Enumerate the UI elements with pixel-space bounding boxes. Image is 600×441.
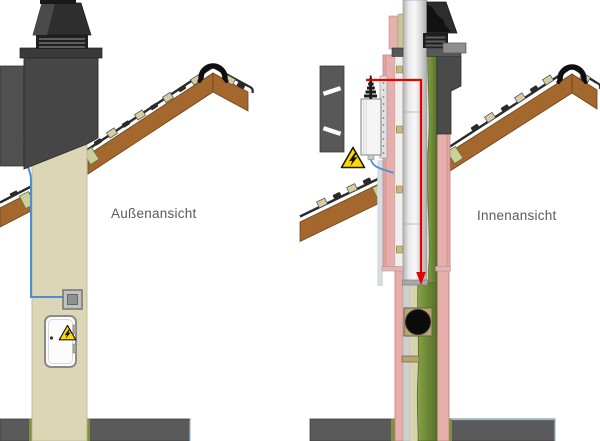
insulation-layer [426, 35, 438, 284]
interior-view-label: Innenansicht [477, 208, 557, 223]
junction-box [62, 289, 83, 310]
insulation-layer-lower [416, 282, 438, 441]
exterior-view [0, 0, 254, 441]
chimney-cross-section [377, 0, 467, 441]
controller-cable [370, 159, 394, 174]
interior-view [299, 0, 600, 441]
exterior-roof [0, 66, 254, 228]
wall-plaster-edge [377, 160, 383, 286]
chimney-fan-exterior [0, 0, 103, 170]
fan-console [436, 55, 462, 135]
exterior-view-label: Außenansicht [111, 206, 197, 221]
interior-roof [299, 67, 600, 243]
heat-sink-terminal [364, 75, 377, 99]
chimney-access-door [44, 315, 77, 368]
mounting-rail [379, 75, 388, 159]
wall-bracket [319, 65, 345, 153]
chimney-fan-cutaway [388, 1, 467, 57]
flue-inlet-opening [403, 307, 433, 337]
fan-controller-assembly [319, 65, 394, 174]
signal-path-arrow [366, 78, 426, 285]
controller-box [360, 98, 382, 160]
flue-bracket [401, 355, 420, 363]
exterior-ceiling-slab [0, 418, 191, 441]
